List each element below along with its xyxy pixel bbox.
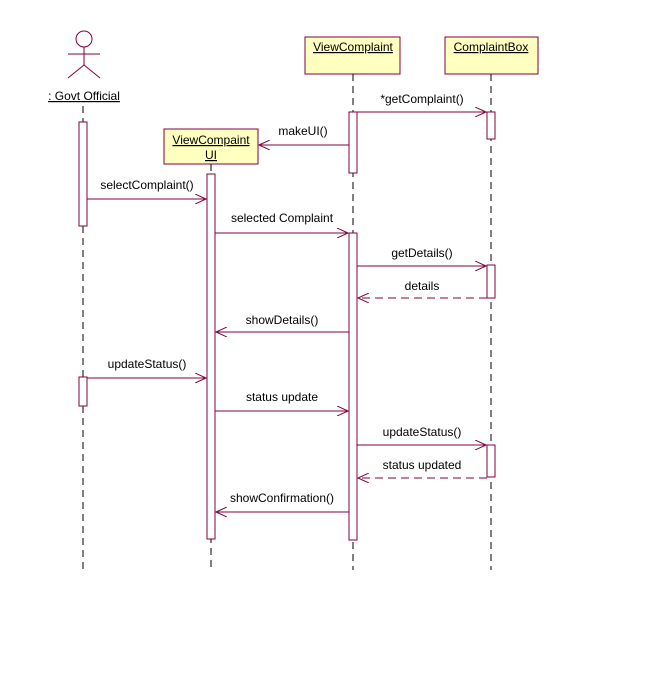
message-label: getDetails() [391,246,452,260]
activation-complaint-box-3 [486,444,496,478]
message-label: *getComplaint() [380,92,463,106]
activation-complaint-box-2 [486,264,496,299]
message-get-details: getDetails() [357,246,486,266]
message-selected-complaint: selected Complaint [215,211,348,233]
actor-govt-official[interactable]: : Govt Official [48,30,120,103]
object-label-view-compaint-ui-line1: ViewCompaint [172,133,250,147]
activations [78,111,496,541]
message-label: details [405,279,440,293]
message-update-status-ui: updateStatus() [87,357,206,378]
activation-view-complaint-1 [348,111,358,174]
message-label: updateStatus() [108,357,187,371]
actor-label: : Govt Official [48,89,120,103]
message-select-complaint: selectComplaint() [87,178,206,199]
object-label-view-compaint-ui-line2: UI [205,148,217,162]
message-label: status updated [383,458,462,472]
message-get-complaint: *getComplaint() [357,92,486,112]
object-label-view-complaint: ViewComplaint [313,40,393,54]
stick-figure-icon [67,30,101,79]
message-label: showConfirmation() [230,491,334,505]
object-view-compaint-ui[interactable]: ViewCompaint UI [163,128,259,165]
message-make-ui: makeUI() [259,124,349,145]
message-show-confirmation: showConfirmation() [216,491,349,512]
activation-view-complaint-2 [348,232,358,541]
message-status-updated-return: status updated [358,458,487,478]
message-label: updateStatus() [383,425,462,439]
messages: *getComplaint() makeUI() selectComplaint… [87,92,487,512]
activation-view-compaint-ui [206,173,216,540]
message-label: makeUI() [278,124,327,138]
message-label: status update [246,390,318,404]
activation-govt-official-2 [78,376,88,407]
message-status-update: status update [215,390,348,411]
message-label: selected Complaint [231,211,334,225]
activation-complaint-box-1 [486,111,496,140]
object-view-complaint[interactable]: ViewComplaint [304,36,401,75]
activation-govt-official-1 [78,121,88,227]
message-details-return: details [358,279,487,298]
message-show-details: showDetails() [216,313,349,332]
message-label: selectComplaint() [100,178,193,192]
object-complaint-box[interactable]: ComplaintBox [444,36,539,75]
object-label-complaint-box: ComplaintBox [454,40,529,54]
message-label: showDetails() [246,313,319,327]
message-update-status-box: updateStatus() [357,425,486,445]
